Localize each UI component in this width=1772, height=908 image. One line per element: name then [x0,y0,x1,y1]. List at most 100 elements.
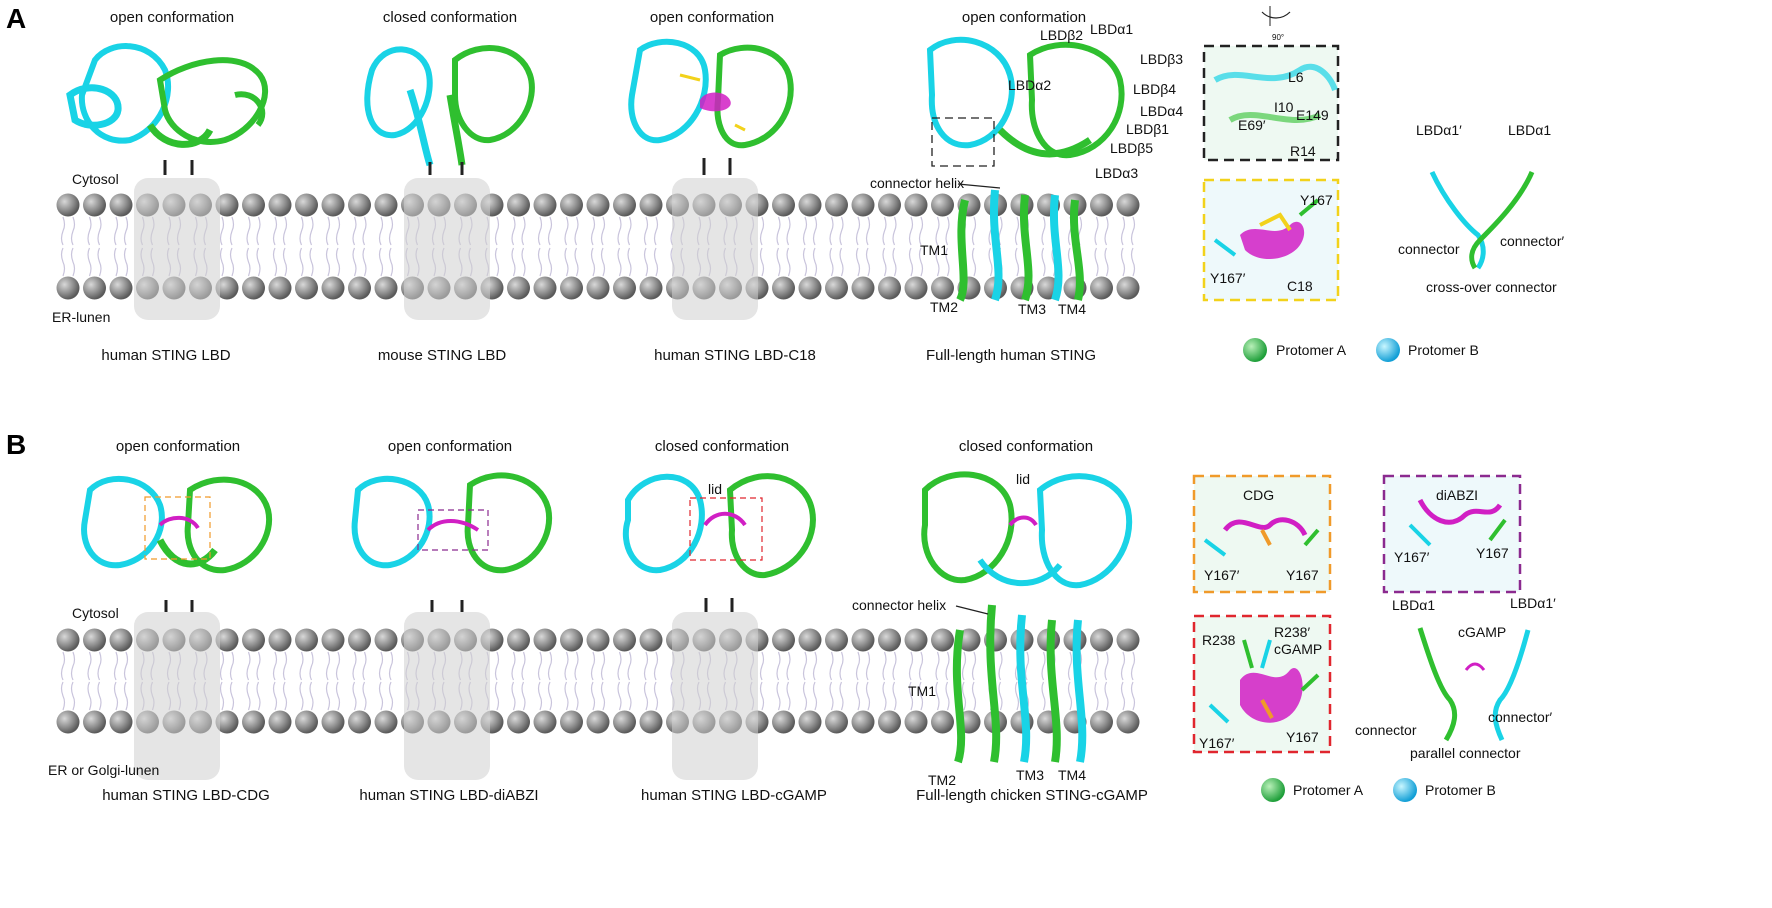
lipid-tail [335,216,341,277]
lipid-tail [865,216,871,277]
lipid-tail [97,216,102,277]
lipid-headgroup [586,710,610,734]
lipid-headgroup [772,710,795,734]
lipid-headgroup [1090,710,1113,734]
lipid-headgroup [109,276,133,300]
lipid-headgroup [83,710,106,734]
lumen-label-b: ER or Golgi-lunen [48,762,159,778]
structure-human-sting-lbd-cdg [81,475,273,612]
lipid-headgroup [825,193,848,217]
connector-helix-label-b: connector helix [852,597,946,613]
lipid-headgroup [878,193,901,217]
lipid-headgroup [639,710,663,734]
lipid-tail [1130,216,1136,277]
lipid-headgroup [1116,193,1140,217]
lipid-headgroup [586,193,610,217]
lipid-headgroup [825,276,848,300]
lbd-b5-label: LBDβ5 [1110,140,1153,156]
panel-a-letter: A [6,3,26,34]
structure-name-b4: Full-length chicken STING-cGAMP [916,787,1148,804]
lipid-tail [352,216,357,277]
parallel-connector-prime: connector′ [1488,709,1552,725]
lipid-tail [537,216,543,277]
tm-placeholder-box-1 [134,178,220,320]
lipid-tail [229,651,235,711]
lipid-tail [123,216,129,277]
lipid-tail [1120,651,1126,711]
lipid-tail [653,216,659,277]
lipid-headgroup [507,628,530,652]
lipid-headgroup [295,193,318,217]
lipid-tail [70,651,76,711]
residue-e149: E149 [1296,107,1329,123]
lipid-tail [855,216,861,277]
lipid-headgroup [613,628,636,652]
crossover-connector: connector [1398,241,1460,257]
lipid-headgroup [904,628,928,652]
structure-full-length-human-sting [926,36,1125,302]
structure-human-sting-lbd [66,43,268,175]
lipid-tail [653,651,659,711]
lipid-tail [776,216,781,277]
lipid-tail [564,651,569,711]
structure-name-b2: human STING LBD-diABZI [359,787,538,804]
lipid-tail [935,216,940,277]
crossover-a1: LBDα1 [1508,122,1551,138]
lipid-headgroup [348,193,371,217]
structure-name-a3: human STING LBD-C18 [654,347,816,364]
lipid-tail [882,651,887,711]
lipid-tail [945,651,950,711]
parallel-connector: connector [1355,722,1417,738]
lipid-headgroup [215,710,239,734]
tm-placeholder-box-4 [134,612,220,780]
lipid-headgroup [904,276,928,300]
lipid-headgroup [533,628,557,652]
conformation-a2: closed conformation [383,9,517,26]
lipid-tail [998,651,1003,711]
lipid-headgroup [507,193,530,217]
residue-y167-red: Y167 [1286,729,1319,745]
rotation-label: 90° [1272,33,1284,42]
lipid-headgroup [931,193,954,217]
lipid-headgroup [851,628,875,652]
structure-name-a2: mouse STING LBD [378,347,507,364]
lipid-tail [759,651,765,711]
lipid-headgroup [374,276,398,300]
lbd-b1-label: LBDβ1 [1126,121,1169,137]
lipid-headgroup [348,628,371,652]
structure-mouse-sting-lbd [364,45,535,175]
lipid-tail [60,216,66,277]
lipid-headgroup [295,628,318,652]
lipid-tail [802,651,808,711]
lipid-headgroup [586,276,610,300]
lipid-tail [590,651,596,711]
legend-protomer-b-b: Protomer B [1425,782,1496,798]
residue-e69p: E69′ [1238,117,1266,133]
lipid-headgroup [851,710,875,734]
lipid-headgroup [374,710,398,734]
lipid-headgroup [109,710,133,734]
lipid-tail [574,651,579,711]
lipid-headgroup [904,710,928,734]
lipid-headgroup [639,628,663,652]
connector-helix-label-a: connector helix [870,175,964,191]
tm4-label-a: TM4 [1058,301,1086,317]
lipid-tail [971,216,977,277]
lipid-headgroup [878,628,901,652]
tm-placeholder-box-3 [672,178,758,320]
lipid-headgroup [321,276,345,300]
parallel-a1p: LBDα1′ [1510,595,1556,611]
structure-human-sting-lbd-diabzi [351,472,553,612]
lipid-headgroup [374,628,398,652]
cytosol-label-b: Cytosol [72,605,119,621]
conformation-b3: closed conformation [655,438,789,455]
parallel-a1: LBDα1 [1392,597,1435,613]
lipid-headgroup [798,276,822,300]
lipid-headgroup [639,193,663,217]
conformation-b1: open conformation [116,438,240,455]
lipid-headgroup [268,710,292,734]
lipid-headgroup [878,710,901,734]
lipid-tail [229,216,235,277]
lipid-headgroup [83,193,106,217]
lipid-tail [839,216,844,277]
